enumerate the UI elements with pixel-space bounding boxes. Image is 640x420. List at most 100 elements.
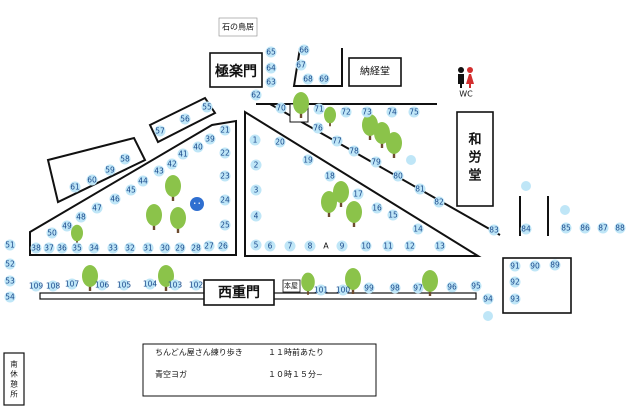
stall-4[interactable]: 4 <box>250 210 262 222</box>
stall-43[interactable]: 43 <box>153 165 165 177</box>
stall-67[interactable]: 67 <box>295 59 307 71</box>
stall-65[interactable]: 65 <box>265 46 277 58</box>
stall-81[interactable]: 81 <box>414 183 426 195</box>
stall-74[interactable]: 74 <box>386 106 398 118</box>
stall-32[interactable]: 32 <box>124 242 136 254</box>
stall-42[interactable]: 42 <box>166 158 178 170</box>
nokyodo-building[interactable] <box>348 57 402 87</box>
wc-icon[interactable] <box>458 67 474 88</box>
stall-66[interactable]: 66 <box>298 44 310 56</box>
stall-93[interactable]: 93 <box>509 293 521 305</box>
stall-10[interactable]: 10 <box>360 240 372 252</box>
stall-47[interactable]: 47 <box>91 202 103 214</box>
stall-103[interactable]: 103 <box>168 279 183 291</box>
stall-85[interactable]: 85 <box>560 222 572 234</box>
stall-39[interactable]: 39 <box>204 133 216 145</box>
stall-29[interactable]: 29 <box>174 242 186 254</box>
stall-23[interactable]: 23 <box>219 170 231 182</box>
stall-1[interactable]: 1 <box>249 134 261 146</box>
stall-40[interactable]: 40 <box>192 141 204 153</box>
stall-58[interactable]: 58 <box>119 153 131 165</box>
stall-36[interactable]: 36 <box>56 242 68 254</box>
stall-92[interactable]: 92 <box>509 276 521 288</box>
stall-17[interactable]: 17 <box>352 188 364 200</box>
stall-51[interactable]: 51 <box>4 239 16 251</box>
stall-72[interactable]: 72 <box>340 106 352 118</box>
stall-45[interactable]: 45 <box>125 184 137 196</box>
stall-102[interactable]: 102 <box>189 279 204 291</box>
stall-50[interactable]: 50 <box>46 227 58 239</box>
stall-98[interactable]: 98 <box>389 282 401 294</box>
gokurakumon-building[interactable] <box>209 52 263 88</box>
stall-2[interactable]: 2 <box>250 159 262 171</box>
stall-24[interactable]: 24 <box>219 194 231 206</box>
stall-37[interactable]: 37 <box>43 242 55 254</box>
stall-101[interactable]: 101 <box>314 284 329 296</box>
stall-33[interactable]: 33 <box>107 242 119 254</box>
stall-94[interactable]: 94 <box>482 293 494 305</box>
stall-30[interactable]: 30 <box>159 242 171 254</box>
stall-88[interactable]: 88 <box>614 222 626 234</box>
stall-76[interactable]: 76 <box>312 122 324 134</box>
stall-73[interactable]: 73 <box>361 106 373 118</box>
stall-54[interactable]: 54 <box>4 291 16 303</box>
stall-26[interactable]: 26 <box>217 240 229 252</box>
saijumon-building[interactable] <box>203 279 275 306</box>
stall-21[interactable]: 21 <box>219 124 231 136</box>
stall-108[interactable]: 108 <box>46 280 61 292</box>
stall-59[interactable]: 59 <box>104 164 116 176</box>
stall-80[interactable]: 80 <box>392 170 404 182</box>
stall-16[interactable]: 16 <box>371 202 383 214</box>
minami-kyukeisho-box[interactable] <box>3 352 25 406</box>
stall-52[interactable]: 52 <box>4 258 16 270</box>
stall-82[interactable]: 82 <box>433 196 445 208</box>
stall-109[interactable]: 109 <box>29 280 44 292</box>
stall-86[interactable]: 86 <box>579 222 591 234</box>
stall-56[interactable]: 56 <box>179 113 191 125</box>
stall-63[interactable]: 63 <box>265 76 277 88</box>
stall-60[interactable]: 60 <box>86 174 98 186</box>
stall-48[interactable]: 48 <box>75 211 87 223</box>
stall-31[interactable]: 31 <box>142 242 154 254</box>
stall-68[interactable]: 68 <box>302 73 314 85</box>
stall-77[interactable]: 77 <box>331 135 343 147</box>
stall-70[interactable]: 70 <box>275 102 287 114</box>
stall-25[interactable]: 25 <box>219 219 231 231</box>
stall-3[interactable]: 3 <box>250 184 262 196</box>
stall-97[interactable]: 97 <box>412 282 424 294</box>
stall-107[interactable]: 107 <box>65 278 80 290</box>
stall-13[interactable]: 13 <box>434 240 446 252</box>
stall-55[interactable]: 55 <box>201 101 213 113</box>
stall-14[interactable]: 14 <box>412 223 424 235</box>
stall-104[interactable]: 104 <box>143 278 158 290</box>
stall-11[interactable]: 11 <box>382 240 394 252</box>
stall-49[interactable]: 49 <box>61 220 73 232</box>
stall-105[interactable]: 105 <box>117 279 132 291</box>
stall-100[interactable]: 100 <box>336 284 351 296</box>
stall-64[interactable]: 64 <box>265 62 277 74</box>
stall-27[interactable]: 27 <box>203 240 215 252</box>
stall-84[interactable]: 84 <box>520 223 532 235</box>
stall-34[interactable]: 34 <box>88 242 100 254</box>
stall-38[interactable]: 38 <box>30 242 42 254</box>
stall-5[interactable]: 5 <box>250 239 262 251</box>
stall-6[interactable]: 6 <box>264 240 276 252</box>
stall-79[interactable]: 79 <box>370 156 382 168</box>
stall-75[interactable]: 75 <box>408 106 420 118</box>
stall-89[interactable]: 89 <box>549 259 561 271</box>
stall-12[interactable]: 12 <box>404 240 416 252</box>
stall-19[interactable]: 19 <box>302 154 314 166</box>
stall-99[interactable]: 99 <box>363 282 375 294</box>
stall-83[interactable]: 83 <box>488 224 500 236</box>
stall-41[interactable]: 41 <box>177 148 189 160</box>
stall-8[interactable]: 8 <box>304 240 316 252</box>
stall-22[interactable]: 22 <box>219 147 231 159</box>
stall-71[interactable]: 71 <box>313 103 325 115</box>
stall-15[interactable]: 15 <box>387 209 399 221</box>
stall-46[interactable]: 46 <box>109 193 121 205</box>
stall-95[interactable]: 95 <box>470 280 482 292</box>
stall-96[interactable]: 96 <box>446 281 458 293</box>
stall-35[interactable]: 35 <box>71 242 83 254</box>
stall-69[interactable]: 69 <box>318 73 330 85</box>
stall-18[interactable]: 18 <box>324 170 336 182</box>
